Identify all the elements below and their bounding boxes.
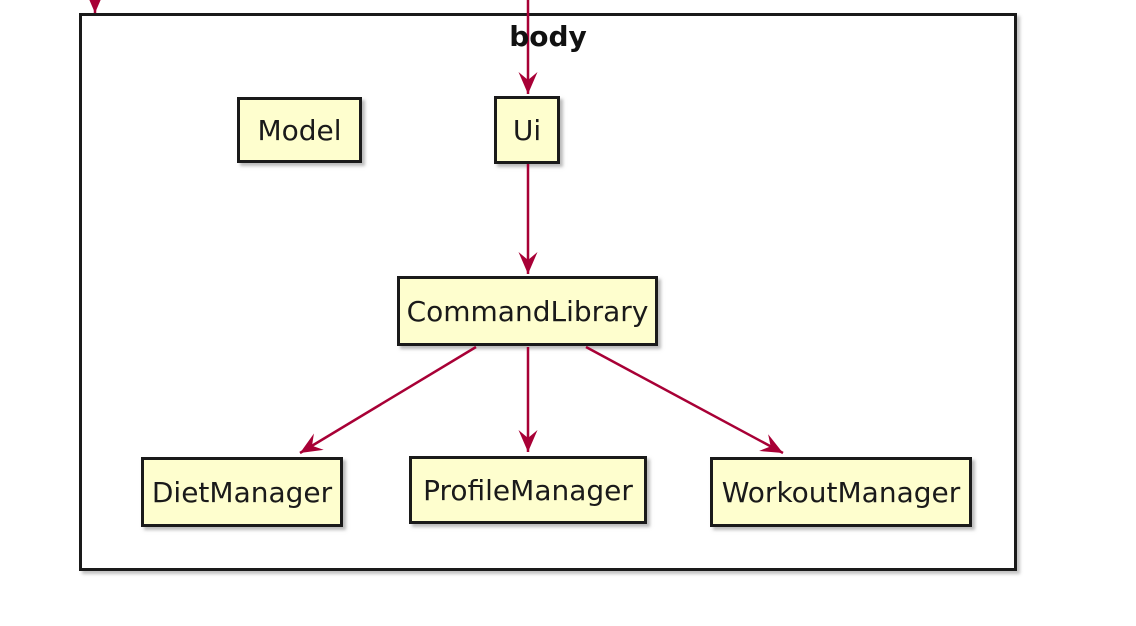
node-dietmanager-label: DietManager [151,475,333,509]
node-model: Model [237,97,362,163]
node-workoutmanager-label: WorkoutManager [721,475,961,509]
node-ui: Ui [494,96,560,164]
node-profilemanager: ProfileManager [409,456,647,524]
node-ui-label: Ui [512,113,542,147]
node-dietmanager: DietManager [141,457,343,527]
node-profilemanager-label: ProfileManager [423,473,633,507]
edge-commandlibrary-to-dietmanager [299,345,477,455]
node-model-label: Model [257,113,342,147]
node-commandlibrary: CommandLibrary [397,276,658,346]
node-workoutmanager: WorkoutManager [710,457,972,527]
edge-commandlibrary-to-workoutmanager [585,345,784,455]
node-commandlibrary-label: CommandLibrary [406,294,649,328]
